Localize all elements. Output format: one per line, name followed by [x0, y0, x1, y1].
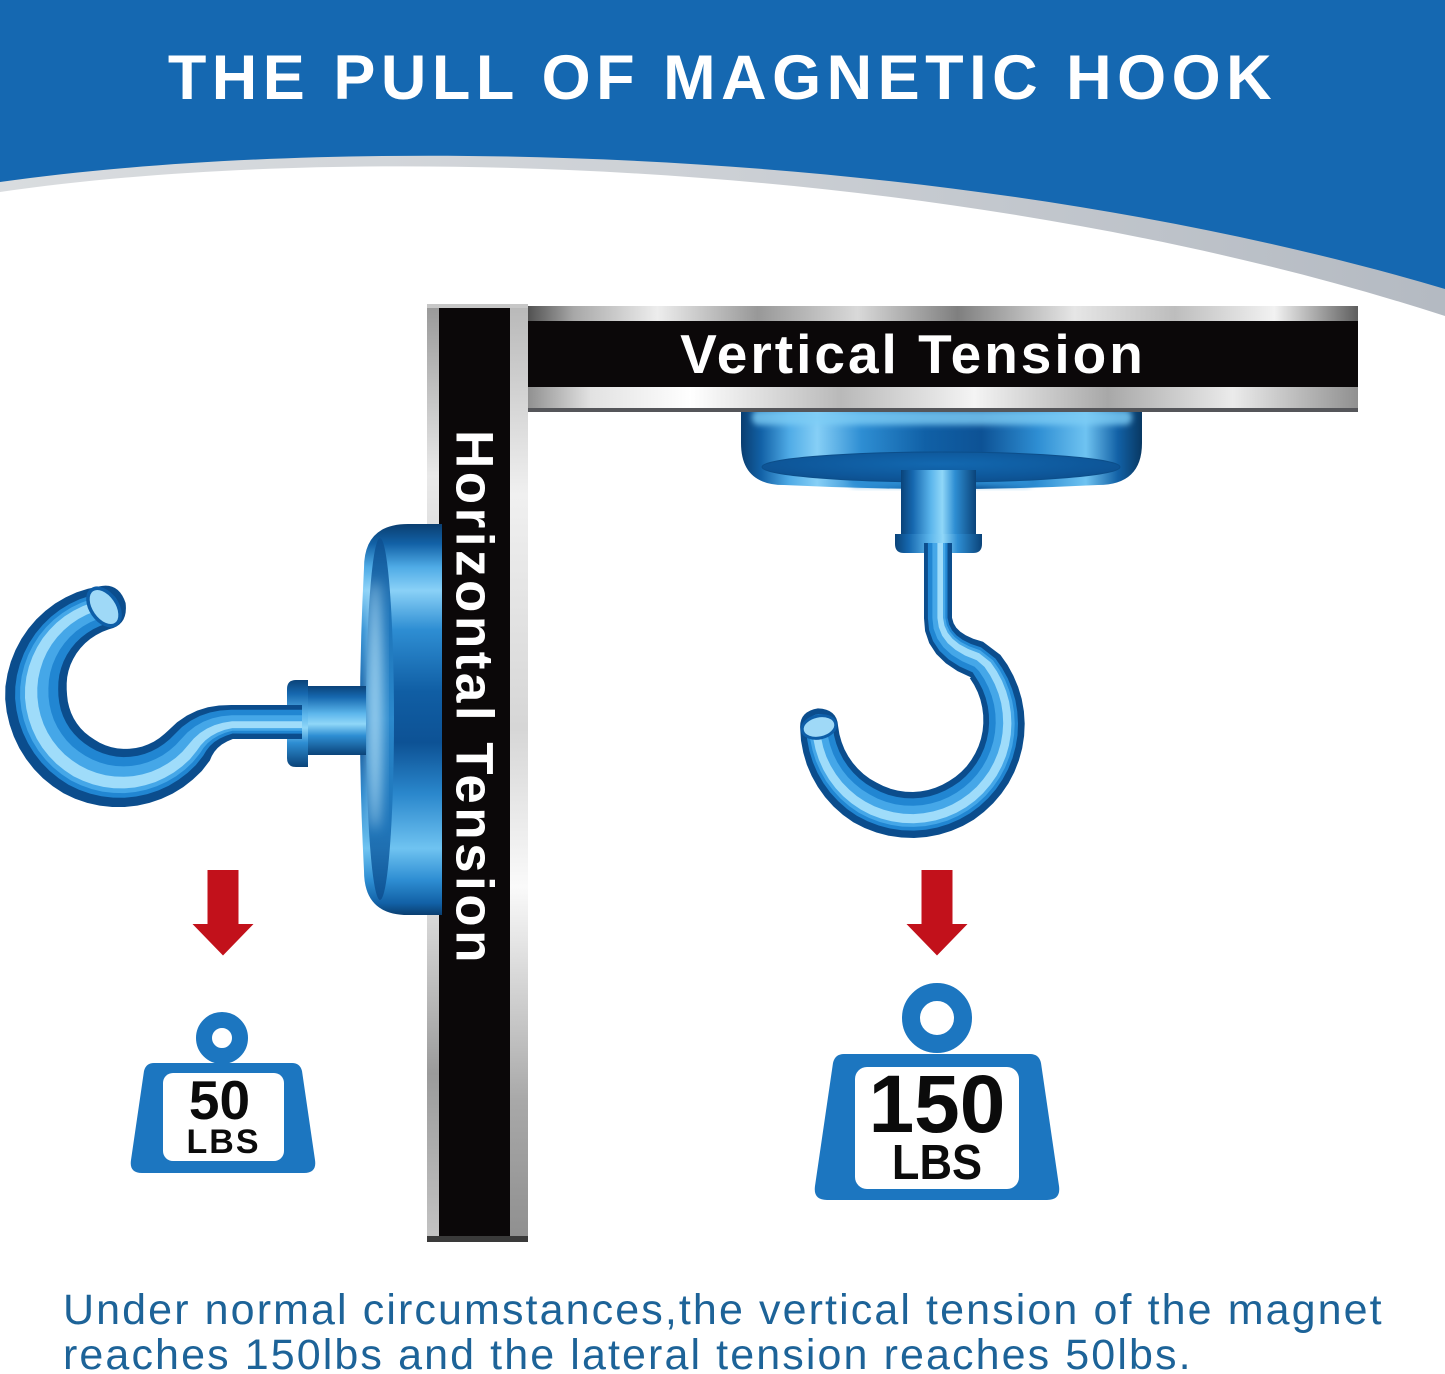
- caption-line-2: reaches 150lbs and the lateral tension r…: [63, 1331, 1193, 1374]
- page-title: THE PULL OF MAGNETIC HOOK: [167, 43, 1278, 113]
- right-hook-tip: [800, 714, 838, 740]
- caption-line-1: Under normal circumstances,the vertical …: [63, 1286, 1384, 1334]
- left-weight-label-plate: [163, 1073, 284, 1161]
- caption-text: Under normal circumstances,the vertical …: [63, 1288, 1384, 1374]
- right-weight-value: 150: [868, 1059, 1006, 1150]
- left-weight-label: 50 LBS: [163, 1073, 284, 1161]
- left-magnet-hook: [5, 585, 302, 807]
- left-hook-tip: [86, 586, 122, 628]
- right-weight-label-plate: [855, 1067, 1019, 1189]
- left-hook-wire-mid: [15, 592, 302, 798]
- right-magnet-cup-top-highlight: [752, 410, 1132, 425]
- right-magnet-neck: [901, 470, 976, 534]
- left-magnet-cup-face-highlight: [368, 580, 382, 830]
- right-hook-wire-base: [800, 543, 1025, 838]
- right-magnet-hook: [800, 543, 1025, 838]
- left-magnet: [5, 524, 442, 915]
- horizontal-beam-top-edge: [524, 306, 1358, 321]
- banner-shape: [0, 0, 1445, 289]
- left-down-arrow-icon: [192, 870, 254, 956]
- vertical-beam-right-edge: [510, 308, 528, 1242]
- right-down-arrow-icon: [906, 870, 968, 956]
- left-magnet-neck: [308, 686, 366, 755]
- left-weight-ring: [196, 1012, 248, 1064]
- horizontal-beam: [524, 306, 1358, 412]
- right-weight-icon: [814, 983, 1060, 1200]
- right-weight-ring: [902, 983, 972, 1053]
- left-weight-value: 50: [188, 1069, 251, 1131]
- vertical-beam-bottom-edge: [427, 1236, 528, 1242]
- left-arrow-shape: [192, 870, 254, 956]
- left-weight-icon: [130, 1012, 316, 1173]
- horizontal-beam-underline: [524, 408, 1358, 412]
- vertical-tension-label: Vertical Tension: [680, 323, 1146, 385]
- right-weight-unit: LBS: [891, 1136, 983, 1190]
- horizontal-beam-face: [524, 321, 1358, 387]
- horizontal-tension-label: Horizontal Tension: [444, 429, 504, 967]
- right-weight-label: 150 LBS: [855, 1064, 1019, 1188]
- vertical-beam: [427, 304, 528, 1242]
- right-arrow-shape: [906, 870, 968, 956]
- right-magnet: [741, 402, 1142, 838]
- vertical-beam-cap: [427, 304, 528, 309]
- horizontal-beam-bottom-edge: [524, 387, 1358, 408]
- vertical-beam-face: [439, 308, 510, 1242]
- left-weight-unit: LBS: [186, 1123, 261, 1161]
